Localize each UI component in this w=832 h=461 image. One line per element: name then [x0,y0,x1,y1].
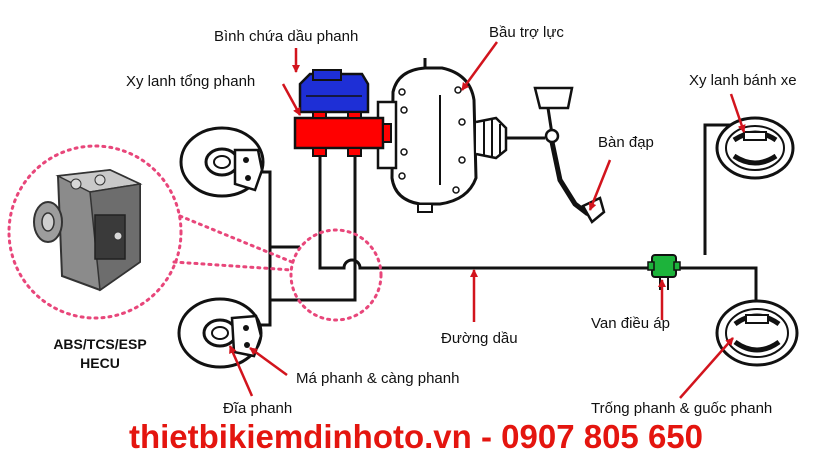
master-cylinder [293,111,392,157]
brake-booster [376,58,545,213]
brake-fluid-reservoir [298,69,370,114]
label-wheel-cylinder: Xy lanh bánh xe [689,72,797,89]
label-pedal: Bàn đạp [598,134,654,151]
label-booster: Bầu trợ lực [489,24,564,41]
disc-brake-rear [177,297,263,369]
label-hecu-line1: ABS/TCS/ESP [53,336,146,352]
leader-arrows [228,41,746,399]
label-disc: Đĩa phanh [223,400,292,417]
label-caliper: Má phanh & càng phanh [296,370,459,387]
label-pressure-valve: Van điều áp [591,315,670,332]
hecu-module-icon [33,168,143,292]
label-drum: Trống phanh & guốc phanh [591,400,772,417]
pressure-valve [647,254,681,290]
label-reservoir: Bình chứa dầu phanh [214,28,358,45]
label-hecu-line2: HECU [80,355,120,371]
drum-brake-rear [715,299,799,367]
hecu-callout [7,144,383,322]
drum-brake-front [715,116,795,180]
disc-brake-front [179,126,265,198]
label-master-cylinder: Xy lanh tổng phanh [126,73,255,90]
footer-contact: thietbikiemdinhoto.vn - 0907 805 650 [129,418,703,455]
label-brake-line: Đường dầu [441,330,518,347]
